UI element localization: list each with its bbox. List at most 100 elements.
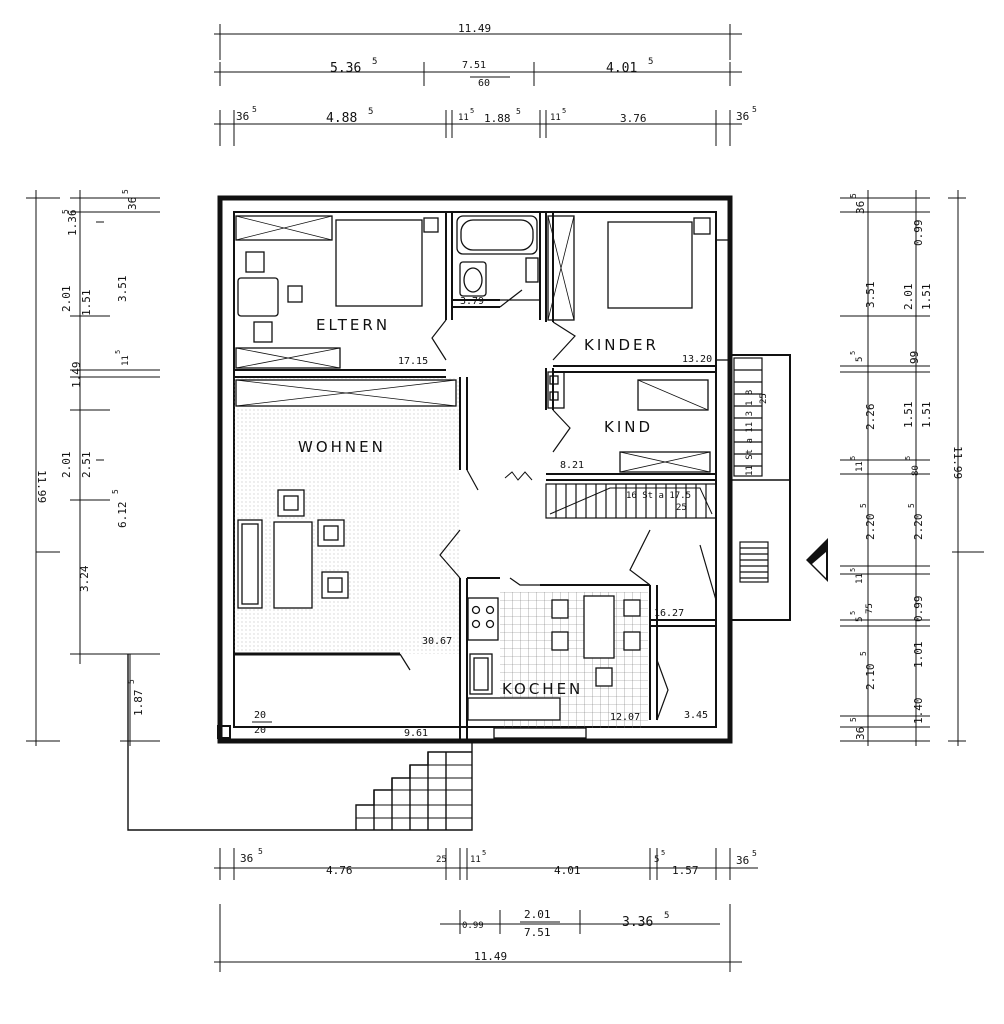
room-label-kinder: KINDER	[584, 336, 659, 354]
dim-right-col2-f-sup: 5	[907, 503, 916, 508]
kind-furniture	[547, 371, 711, 473]
dim-right-col1-f: 2.20	[864, 514, 877, 541]
column-label-top: 20	[254, 710, 266, 721]
dim-right-col1-c-sup: 5	[849, 351, 857, 355]
dim-right-col1-c: 5	[855, 357, 865, 362]
dim-bot-r2-c-sup: 5	[664, 911, 669, 921]
dim-top-r3-e-sup: 5	[562, 107, 566, 115]
dim-right-col1-g-sup: 5	[849, 568, 857, 572]
kochen-furniture	[467, 595, 641, 739]
dim-top-r2-right-sup: 5	[648, 57, 653, 67]
dim-right-col1-j: 2.10	[864, 664, 877, 691]
dim-top-r3-c: 11	[458, 113, 469, 123]
dim-top-r3-d: 1.88	[484, 112, 511, 125]
dim-right-col1-h: 5	[855, 617, 865, 622]
dim-right-col1-h-sup: 5	[849, 611, 857, 615]
dim-right-col2-f: 2.20	[912, 514, 925, 541]
room-label-kind: KIND	[604, 418, 653, 436]
dim-top-r2-mid-bottom: 60	[478, 78, 490, 89]
room-label-eltern: ELTERN	[316, 316, 390, 334]
dim-top-r3-d-sup: 5	[516, 107, 521, 116]
dim-top-r3-e: 11	[550, 113, 561, 123]
dim-top-overall: 11.49	[458, 22, 491, 35]
door-swings	[399, 289, 717, 721]
room-label-wohnen: WOHNEN	[298, 438, 386, 456]
terrace	[127, 654, 473, 831]
dim-top-r2-mid-top: 7.51	[462, 60, 486, 71]
dim-left-d: 1.49	[70, 362, 83, 389]
interior-walls	[234, 211, 791, 741]
dim-top-r3-b-sup: 5	[368, 107, 373, 117]
dimension-lines-bottom	[214, 848, 758, 972]
dim-right-col2-b1: 2.01	[902, 284, 915, 311]
dim-right-col2-h: 1.01	[912, 642, 925, 669]
dim-right-col1-e: 11	[855, 461, 865, 472]
area-flur: 16.27	[654, 608, 684, 619]
dim-bot-r1-a: 36	[240, 852, 253, 865]
dim-top-r3-b: 4.88	[326, 111, 357, 126]
wohnen-furniture	[235, 379, 457, 609]
bath-fixtures	[456, 215, 575, 321]
dim-bot-r1-a-sup: 5	[258, 847, 263, 856]
upper-stair-bottom: 25	[759, 393, 769, 404]
dim-right-col2-b2: 1.51	[920, 284, 933, 311]
dimension-texts-top: 11.49 5.36 5 7.51 60 4.01 5 36 5 4.88 5 …	[236, 22, 757, 126]
kinder-furniture	[607, 217, 731, 361]
wohnen-floor	[234, 378, 460, 654]
dim-left-col3-d-sup: 5	[127, 679, 136, 684]
dim-left-col3-c: 6.12	[116, 502, 129, 529]
dim-right-col2-e-sup: 5	[904, 456, 912, 460]
dim-right-col1-i: 75	[865, 603, 875, 614]
upper-stair	[733, 357, 769, 583]
dim-top-r2-right: 4.01	[606, 61, 637, 76]
dim-left-b-sup: 5	[61, 209, 70, 214]
dim-right-col1-g: 11	[855, 573, 865, 584]
dim-top-r3-a-sup: 5	[252, 105, 257, 114]
dim-bot-r1-g: 1.57	[672, 864, 699, 877]
area-eltern: 17.15	[398, 356, 428, 367]
dim-bot-r1-h-sup: 5	[752, 849, 757, 858]
dim-right-col1-a-sup: 5	[849, 193, 858, 198]
upper-stair-top: 1 8	[745, 390, 755, 406]
area-kind: 8.21	[560, 460, 584, 471]
dim-left-overall: 11.99	[35, 470, 48, 503]
dimension-texts-right: 11.99 36 5 3.51 5 5 2.26 11 5 2.20 5 11 …	[849, 193, 964, 740]
area-wohnen: 30.67	[422, 636, 452, 647]
dim-bot-r1-d-sup: 5	[482, 849, 486, 857]
dim-left-col3-b: 11	[121, 355, 131, 366]
dim-bot-r2-b-bottom: 7.51	[524, 926, 551, 939]
main-stair-label: 16 St a 17.5	[626, 491, 691, 501]
dim-top-r2-left: 5.36	[330, 61, 361, 76]
dim-top-r3-g-sup: 5	[752, 105, 757, 114]
upper-stair-label: 11 St a 11 3	[745, 411, 755, 476]
dim-bot-r2-b-top: 2.01	[524, 908, 551, 921]
dim-top-r3-g: 36	[736, 110, 749, 123]
dim-left-col3-c-sup: 5	[111, 489, 120, 494]
dimension-lines-right	[840, 190, 984, 746]
dim-left-col3-d: 1.87	[132, 690, 145, 717]
dimension-lines-left	[26, 190, 160, 746]
dim-right-col1-f-sup: 5	[859, 503, 868, 508]
dim-bot-r1-f-sup: 5	[661, 849, 665, 857]
dim-right-col1-a: 36	[854, 201, 867, 214]
dim-bot-r1-e: 4.01	[554, 864, 581, 877]
dim-bot-r1-d: 11	[470, 855, 481, 865]
area-bad: 3.79	[460, 296, 484, 307]
dimension-lines-top	[214, 24, 742, 146]
dim-bot-overall: 11.49	[474, 950, 507, 963]
dim-left-col3-a: 3.51	[116, 276, 129, 303]
dim-right-col2-d2: 1.51	[920, 402, 933, 429]
area-kinder: 13.20	[682, 354, 712, 365]
dim-top-r3-f: 3.76	[620, 112, 647, 125]
dim-right-col1-b: 3.51	[864, 282, 877, 309]
dimension-texts-bottom: 36 5 4.76 25 11 5 4.01 5 5 1.57 36 5 0.9…	[240, 847, 757, 963]
dim-right-col1-k: 36	[854, 727, 867, 740]
dim-bot-r1-h: 36	[736, 854, 749, 867]
dim-right-col2-e: 80	[911, 465, 921, 476]
column-label-bottom: 20	[254, 725, 266, 736]
dimension-texts-left: 11.99 36 5 1.36 5 2.01 1.51 1.49 2.01 2.…	[35, 189, 145, 716]
dim-right-col2-d1: 1.51	[902, 402, 915, 429]
room-label-kochen: KOCHEN	[502, 680, 583, 698]
dim-left-c1: 2.01	[60, 286, 73, 313]
